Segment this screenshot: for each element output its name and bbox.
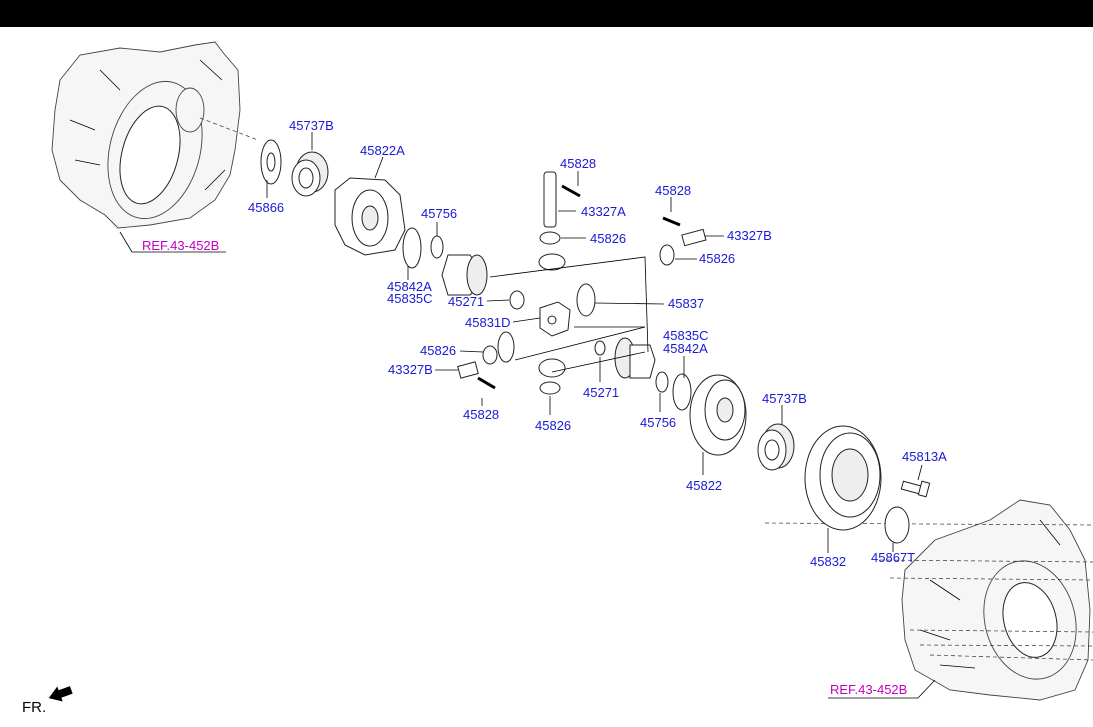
shim-45867T <box>884 506 910 544</box>
pinion-gear-top <box>538 253 566 271</box>
ring-45756-bottom <box>655 371 669 393</box>
pin-43327B-left <box>457 361 479 379</box>
pinion-gear-left <box>497 331 515 363</box>
washer-45842A-left <box>402 227 422 269</box>
ref-link-top[interactable]: REF.43-452B <box>142 238 219 253</box>
pinion-gear-45837 <box>576 283 596 317</box>
label-45832[interactable]: 45832 <box>810 554 846 569</box>
label-45826-top[interactable]: 45826 <box>590 231 626 246</box>
side-gear-right <box>614 337 656 379</box>
label-45826-bottom[interactable]: 45826 <box>535 418 571 433</box>
label-45822A[interactable]: 45822A <box>360 143 405 158</box>
transmission-case-left <box>51 41 259 229</box>
label-43327A[interactable]: 43327A <box>581 204 626 219</box>
label-43327B-left[interactable]: 43327B <box>388 362 433 377</box>
shaft-43327A <box>543 171 557 228</box>
washer-45826-bottom <box>539 381 561 395</box>
bearing-45737B-top <box>291 151 329 197</box>
label-45737B-top[interactable]: 45737B <box>289 118 334 133</box>
bearing-45737B-bottom <box>757 423 795 471</box>
label-45271-bottom[interactable]: 45271 <box>583 385 619 400</box>
front-direction-arrow-icon <box>48 686 73 702</box>
label-45837[interactable]: 45837 <box>668 296 704 311</box>
washer-45826-right <box>659 244 675 266</box>
label-45835C-left[interactable]: 45835C <box>387 291 433 306</box>
side-gear-left <box>441 254 488 296</box>
leader-lines <box>119 132 936 699</box>
ring-gear-45832 <box>804 425 882 531</box>
label-45842A-left[interactable]: 45842A <box>387 279 432 294</box>
label-45828-right[interactable]: 45828 <box>655 183 691 198</box>
label-45271-left[interactable]: 45271 <box>448 294 484 309</box>
label-45813A[interactable]: 45813A <box>902 449 947 464</box>
washer-45826-top <box>539 231 561 245</box>
label-43327B-right[interactable]: 43327B <box>727 228 772 243</box>
differential-case-45822A <box>334 177 406 256</box>
pinion-shaft-holder-45831D <box>539 301 571 337</box>
label-45756-top[interactable]: 45756 <box>421 206 457 221</box>
label-45828-left[interactable]: 45828 <box>463 407 499 422</box>
pinion-gear-bottom <box>538 358 566 378</box>
label-45842A-right[interactable]: 45842A <box>663 341 708 356</box>
pin-45828-right <box>662 216 681 227</box>
differential-case-45822 <box>689 374 747 456</box>
pin-43327B-right <box>681 228 707 247</box>
front-indicator-label: FR. <box>22 699 46 716</box>
label-45867T[interactable]: 45867T <box>871 550 915 565</box>
label-45835C-right[interactable]: 45835C <box>663 328 709 343</box>
label-45826-right[interactable]: 45826 <box>699 251 735 266</box>
thrust-washer-45271-bottom <box>594 340 606 356</box>
label-45828-top[interactable]: 45828 <box>560 156 596 171</box>
ring-45756-top <box>430 235 444 259</box>
transmission-case-right <box>764 499 1093 701</box>
bolt-45813A <box>900 480 931 498</box>
ref-link-bottom[interactable]: REF.43-452B <box>830 682 907 697</box>
washer-45842A-right <box>672 373 692 411</box>
label-45737B-bottom[interactable]: 45737B <box>762 391 807 406</box>
pin-45828-top <box>561 184 581 198</box>
header-bar <box>0 0 1093 27</box>
label-45826-left[interactable]: 45826 <box>420 343 456 358</box>
thrust-washer-45271-left <box>509 290 525 310</box>
pin-45828-left <box>477 376 496 390</box>
washer-45826-left <box>482 345 498 365</box>
label-45866[interactable]: 45866 <box>248 200 284 215</box>
label-45822[interactable]: 45822 <box>686 478 722 493</box>
label-45756-bottom[interactable]: 45756 <box>640 415 676 430</box>
label-45831D[interactable]: 45831D <box>465 315 511 330</box>
